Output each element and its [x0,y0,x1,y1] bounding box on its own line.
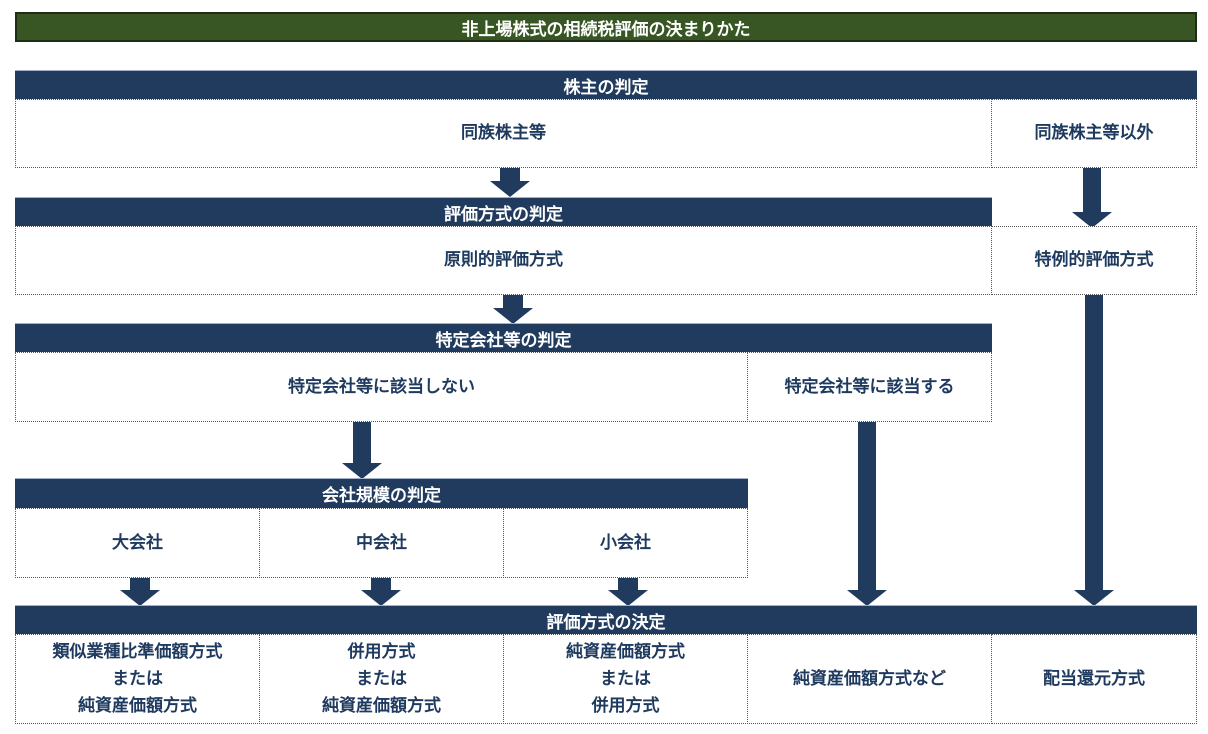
result-line: または [112,668,163,689]
result-line: 純資産価額方式 [78,695,197,716]
result-small-company: 純資産価額方式 または 併用方式 [503,634,748,724]
specific-company-header: 特定会社等の判定 [15,323,992,352]
result-line: 配当還元方式 [1043,668,1145,689]
arrow-down-icon [608,578,648,606]
result-line: 純資産価額方式 [322,695,441,716]
result-line: 類似業種比準価額方式 [52,641,223,662]
valuation-method-header: 評価方式の判定 [15,197,992,226]
result-line: 併用方式 [347,641,416,662]
arrow-down-icon [120,578,160,606]
shareholder-header-text: 株主の判定 [563,77,649,98]
valuation-method-header-text: 評価方式の判定 [444,204,563,225]
option-medium-company: 中会社 [259,508,504,578]
option-specific-company: 特定会社等に該当する [747,352,992,422]
decision-header: 評価方式の決定 [15,605,1197,634]
result-line: または [356,668,407,689]
result-specific-company: 純資産価額方式など [747,634,992,724]
arrow-down-icon [1074,295,1114,606]
option-label: 同族株主等 [461,123,546,143]
result-medium-company: 併用方式 または 純資産価額方式 [259,634,504,724]
option-label: 中会社 [356,532,407,553]
specific-company-header-text: 特定会社等の判定 [435,330,572,351]
arrow-down-icon [361,578,401,606]
option-label: 特定会社等に該当する [784,376,955,397]
result-large-company: 類似業種比準価額方式 または 純資産価額方式 [15,634,260,724]
option-label: 原則的評価方式 [444,250,563,270]
shareholder-header: 株主の判定 [15,70,1197,99]
option-non-family-shareholder: 同族株主等以外 [991,99,1197,168]
arrow-down-icon [493,295,533,324]
option-principle-method: 原則的評価方式 [15,226,992,295]
result-line: 純資産価額方式など [793,668,946,689]
diagram-title: 非上場株式の相続税評価の決まりかた [15,12,1197,42]
option-small-company: 小会社 [503,508,748,578]
option-label: 特例的評価方式 [1034,250,1154,270]
result-line: または [600,668,651,689]
option-label: 同族株主等以外 [1034,123,1154,143]
result-line: 併用方式 [591,695,660,716]
arrow-down-icon [490,168,530,197]
option-label: 特定会社等に該当しない [288,376,475,397]
option-large-company: 大会社 [15,508,260,578]
company-size-header-text: 会社規模の判定 [322,486,441,506]
option-label: 小会社 [600,532,651,553]
option-special-method: 特例的評価方式 [991,226,1197,295]
result-line: 純資産価額方式 [566,641,685,662]
option-family-shareholder: 同族株主等 [15,99,992,168]
company-size-header: 会社規模の判定 [15,478,748,508]
option-not-specific-company: 特定会社等に該当しない [15,352,748,422]
option-label: 大会社 [112,532,163,553]
diagram-title-text: 非上場株式の相続税評価の決まりかた [461,19,751,40]
arrow-down-icon [847,422,887,606]
arrow-down-icon [1072,168,1112,228]
decision-header-text: 評価方式の決定 [546,612,666,633]
result-non-family: 配当還元方式 [991,634,1197,724]
arrow-down-icon [342,422,382,479]
